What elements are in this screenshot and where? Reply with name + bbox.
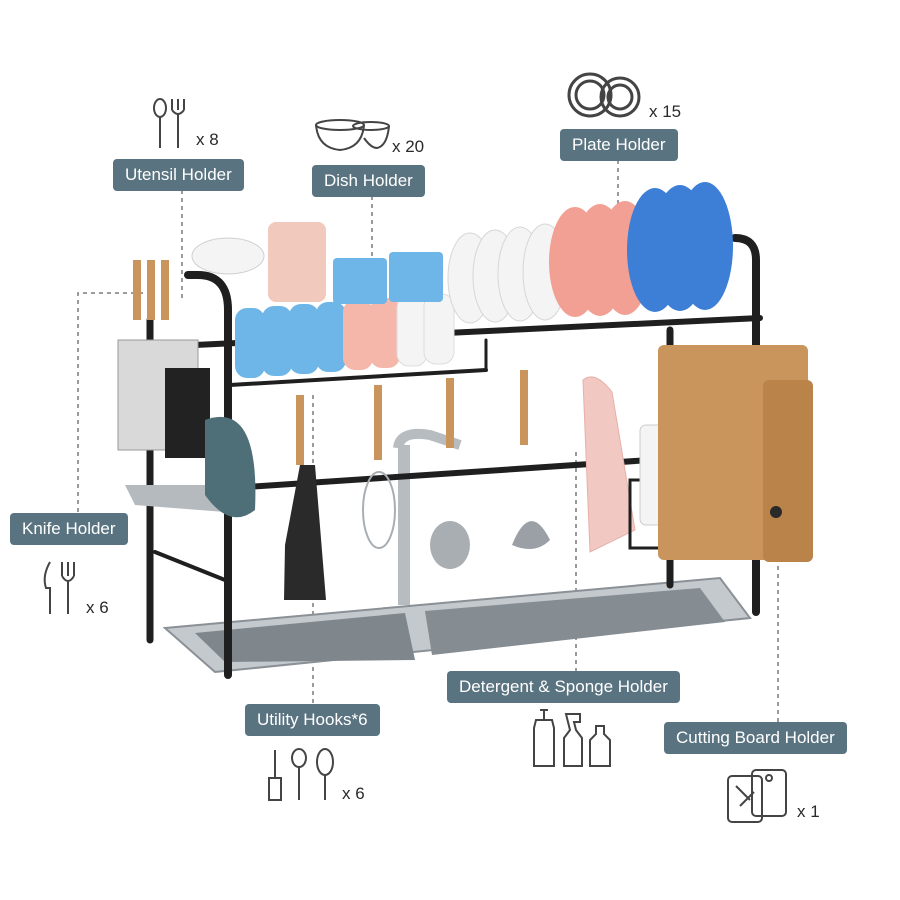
knife-holder-label: Knife Holder [10, 513, 128, 545]
hanging-utensils [284, 370, 550, 600]
kitchen-tools-icon [268, 748, 334, 801]
plates-icon [567, 72, 641, 118]
knife-holder-count: x 6 [86, 598, 109, 617]
plates-on-rack [447, 182, 733, 324]
bowls-icon [315, 119, 390, 152]
spoon-fork-icon [153, 98, 185, 148]
knife-fork-icon [43, 561, 75, 614]
towel-and-caddy [582, 345, 813, 562]
utility-hooks-label: Utility Hooks*6 [245, 704, 380, 736]
plate-holder-count: x 15 [649, 102, 682, 121]
dish-holder-count: x 20 [392, 137, 425, 156]
plate-holder-label: Plate Holder [560, 129, 678, 161]
bottles-icon [533, 709, 611, 767]
cutting-board-holder-label: Cutting Board Holder [664, 722, 847, 754]
cutting-board-holder-count: x 1 [797, 802, 820, 821]
bowls-on-rack [191, 222, 455, 378]
detergent-sponge-holder-label: Detergent & Sponge Holder [447, 671, 680, 703]
utensil-holder-count: x 8 [196, 130, 219, 149]
knife-block [117, 260, 256, 518]
utensil-holder-label: Utensil Holder [113, 159, 244, 191]
dish-holder-label: Dish Holder [312, 165, 425, 197]
utility-hooks-count: x 6 [342, 784, 365, 803]
cutting-boards-icon [727, 769, 787, 823]
sink-basin [162, 428, 752, 674]
